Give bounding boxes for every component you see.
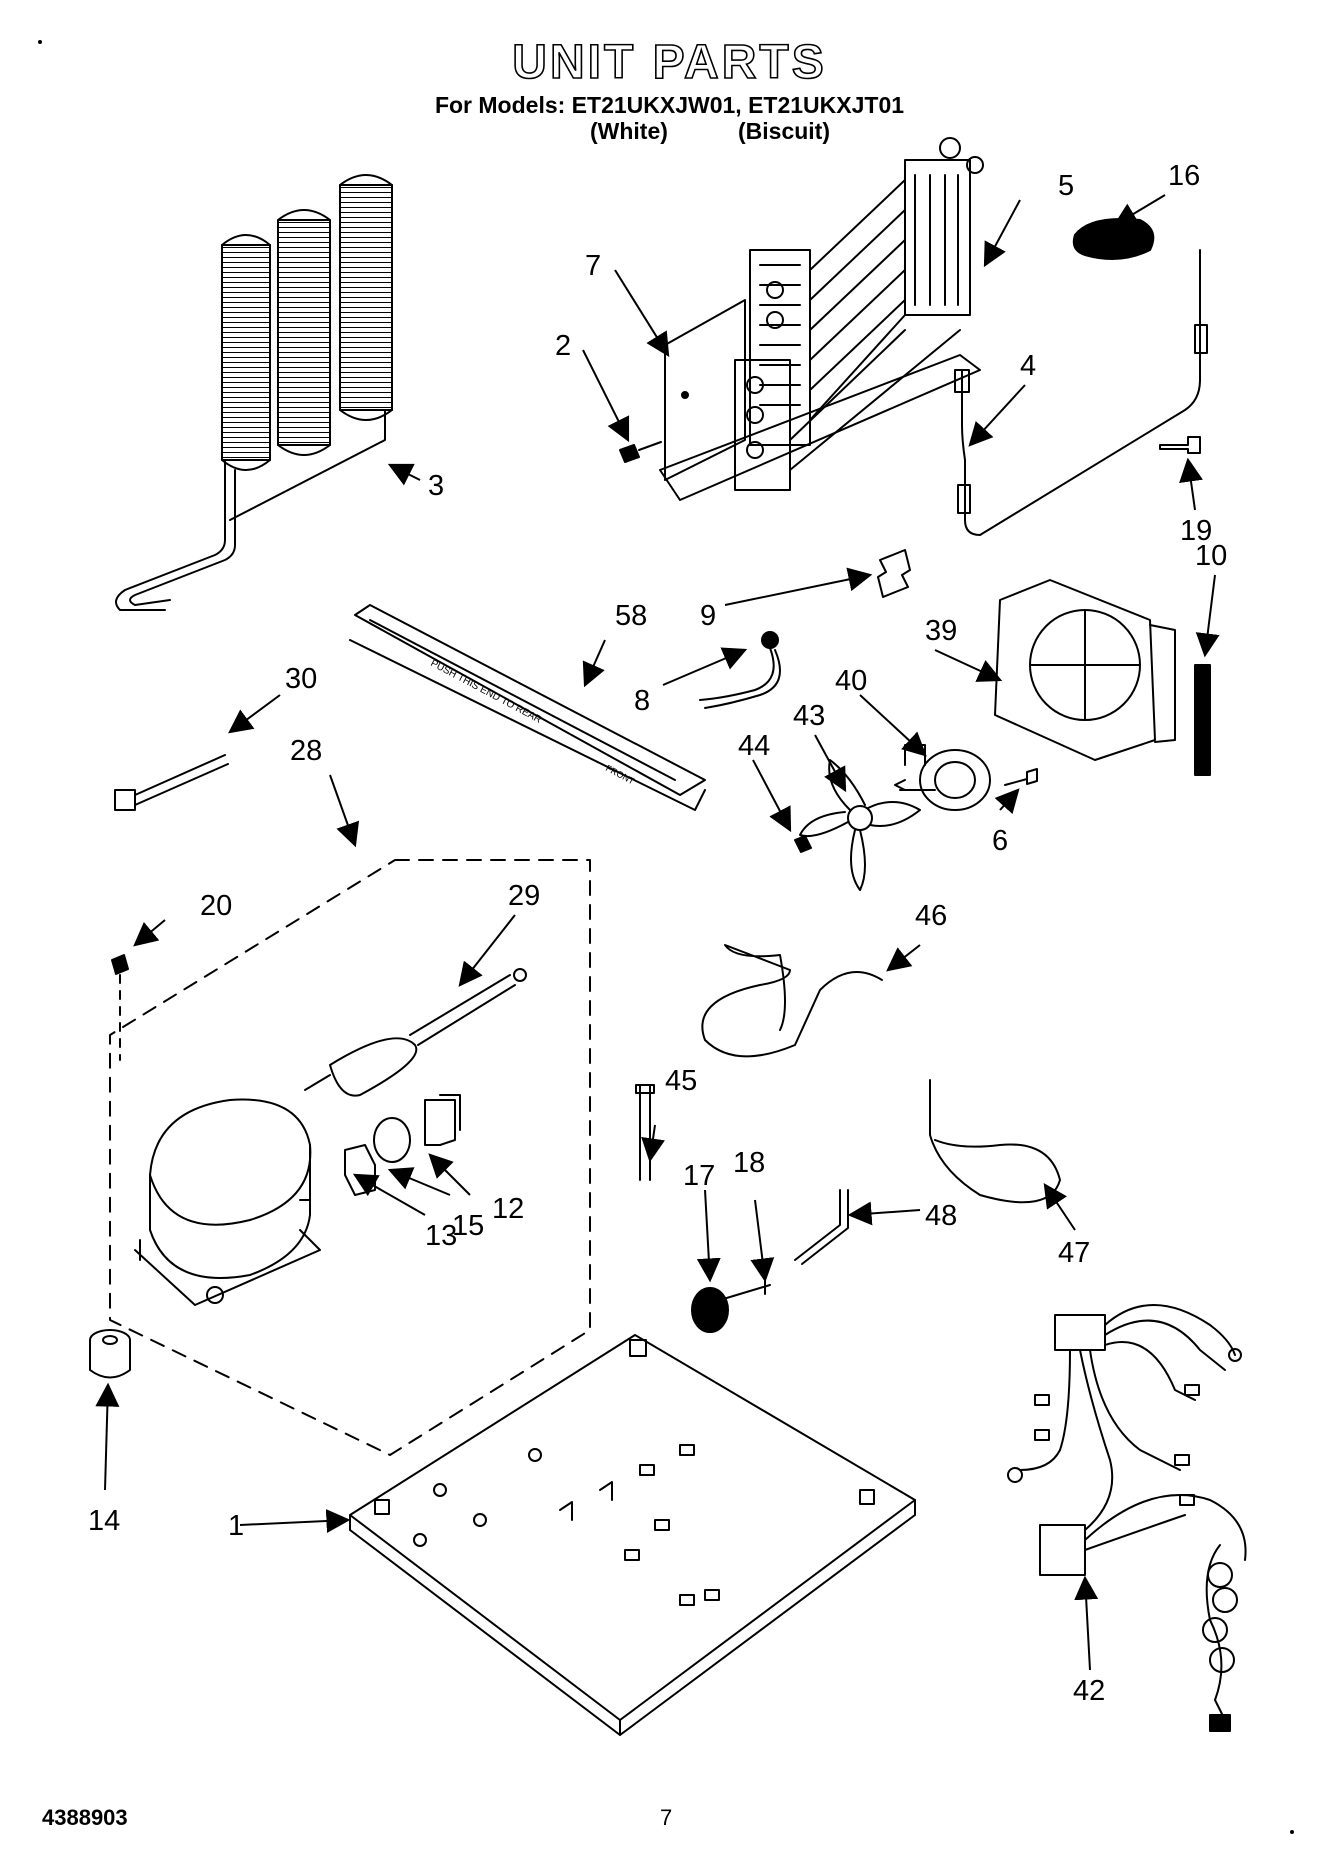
foam-strip xyxy=(1194,664,1211,776)
fan-blade xyxy=(799,759,921,891)
page-number: 7 xyxy=(660,1805,673,1830)
roller xyxy=(691,1287,729,1333)
unit-base xyxy=(349,1334,916,1736)
cable-tie xyxy=(114,754,229,811)
callout-42: 42 xyxy=(1073,1675,1105,1707)
model-numbers: For Models: ET21UKXJW01, ET21UKXJT01 xyxy=(434,92,905,118)
rubber-grommet xyxy=(89,1329,131,1379)
callout-2: 2 xyxy=(555,330,571,362)
suction-tube xyxy=(639,1084,651,1181)
callout-8: 8 xyxy=(634,685,650,717)
callout-6: 6 xyxy=(992,825,1008,857)
variant-biscuit: (Biscuit) xyxy=(738,118,830,144)
callout-28: 28 xyxy=(290,735,322,767)
callout-45: 45 xyxy=(665,1065,697,1097)
variant-white: (White) xyxy=(590,118,668,144)
leader-arrows xyxy=(95,194,1220,1671)
document-number: 4388903 xyxy=(42,1805,128,1830)
condenser-coil xyxy=(115,174,393,611)
callout-20: 20 xyxy=(200,890,232,922)
evaporator-coil xyxy=(734,137,984,491)
drain-cap xyxy=(1072,218,1155,260)
callout-16: 16 xyxy=(1168,160,1200,192)
callout-5: 5 xyxy=(1058,170,1074,202)
drain-heater xyxy=(699,631,781,709)
callout-17: 17 xyxy=(683,1160,715,1192)
callout-18: 18 xyxy=(733,1147,765,1179)
callout-12: 12 xyxy=(492,1193,524,1225)
screw-20 xyxy=(111,954,129,975)
callout-labels: 1 2 3 4 5 6 7 8 9 10 12 13 14 15 16 17 1… xyxy=(88,160,1227,1707)
compressor xyxy=(134,1098,321,1306)
roller-pin xyxy=(719,1279,771,1301)
callout-29: 29 xyxy=(508,880,540,912)
callout-30: 30 xyxy=(285,663,317,695)
callout-58: 58 xyxy=(615,600,647,632)
fan-clip xyxy=(794,835,812,853)
callout-9: 9 xyxy=(700,600,716,632)
overload-protector xyxy=(344,1144,376,1196)
discharge-tube xyxy=(794,1189,849,1265)
callout-39: 39 xyxy=(925,615,957,647)
callout-1: 1 xyxy=(228,1510,244,1542)
callout-19: 19 xyxy=(1180,515,1212,547)
thermostat-wire xyxy=(954,249,1208,536)
screw-6 xyxy=(1004,768,1038,786)
water-tube-loop xyxy=(929,1079,1061,1204)
callout-3: 3 xyxy=(428,470,444,502)
page-title: UNIT PARTS xyxy=(511,36,827,89)
callout-15: 15 xyxy=(452,1210,484,1242)
callout-48: 48 xyxy=(925,1200,957,1232)
filter-drier xyxy=(304,968,527,1097)
callout-40: 40 xyxy=(835,665,867,697)
header: UNIT PARTS For Models: ET21UKXJW01, ET21… xyxy=(0,36,1339,146)
callout-14: 14 xyxy=(88,1505,120,1537)
callout-46: 46 xyxy=(915,900,947,932)
callout-43: 43 xyxy=(793,700,825,732)
heater-bracket xyxy=(877,549,911,598)
capillary-tubing xyxy=(701,944,883,1058)
evaporator-cover xyxy=(659,299,981,501)
scan-speck xyxy=(1290,1830,1294,1834)
wiring-harness xyxy=(1007,1304,1247,1732)
screw-2 xyxy=(619,441,662,463)
start-relay xyxy=(373,1117,411,1163)
thermostat-clip xyxy=(1159,436,1201,454)
drip-tray xyxy=(349,604,706,811)
relay-cover xyxy=(424,1094,461,1146)
callout-4: 4 xyxy=(1020,350,1036,382)
fan-shroud xyxy=(994,579,1176,761)
color-variants: (White) (Biscuit) xyxy=(0,118,1339,146)
drip-tray-instructions: PUSH THIS END TO REAR xyxy=(429,658,544,726)
callout-7: 7 xyxy=(585,250,601,282)
callout-10: 10 xyxy=(1195,540,1227,572)
fan-motor xyxy=(894,744,991,811)
callout-13: 13 xyxy=(425,1220,457,1252)
drip-tray-front-label: FRONT xyxy=(604,763,637,787)
callout-47: 47 xyxy=(1058,1237,1090,1269)
scan-speck xyxy=(38,40,42,44)
callout-44: 44 xyxy=(738,730,770,762)
compressor-kit-outline xyxy=(109,859,591,1456)
